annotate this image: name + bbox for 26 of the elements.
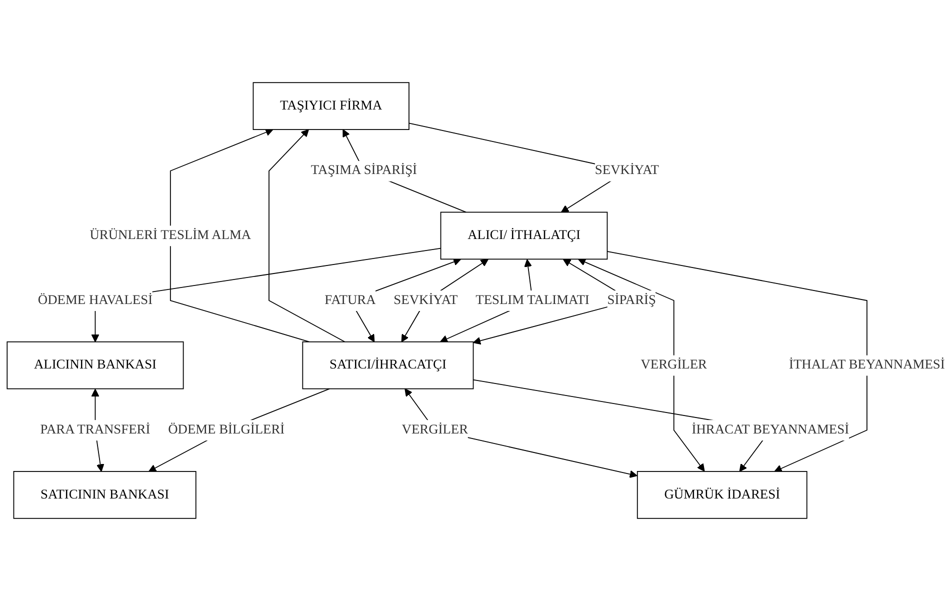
arrow xyxy=(170,128,310,342)
node-box: ALICININ BANKASI xyxy=(6,341,184,390)
edge-label: SİPARİŞ xyxy=(607,293,656,308)
arrow xyxy=(606,250,868,472)
edge-label: FATURA xyxy=(324,293,376,308)
edge-label: TESLIM TALIMATI xyxy=(476,293,590,308)
edge-label: ÜRÜNLERİ TESLİM ALMA xyxy=(90,228,252,243)
edge-label: SEVKİYAT xyxy=(394,293,458,308)
node-box: GÜMRÜK İDARESİ xyxy=(636,471,808,519)
edge-label: TAŞIMA SİPARİŞİ xyxy=(310,164,418,178)
edge-label: İTHALAT BEYANNAMESİ xyxy=(789,358,945,372)
node-box: SATICI/İHRACATÇI xyxy=(302,341,474,390)
node-box: TAŞIYICI FİRMA xyxy=(252,82,410,130)
edge-label: İHRACAT BEYANNAMESİ xyxy=(692,422,850,438)
edge-label: ÖDEME BİLGİLERİ xyxy=(168,422,285,438)
edge-label: SEVKİYAT xyxy=(594,164,659,178)
edge-label: PARA TRANSFERİ xyxy=(40,422,150,438)
edge-label: VERGİLER xyxy=(640,358,708,372)
arrow xyxy=(268,129,346,342)
edge-label: VERGİLER xyxy=(402,422,468,438)
arrow xyxy=(148,388,330,472)
arrow xyxy=(91,248,442,342)
node-box: SATICININ BANKASI xyxy=(13,471,196,519)
arrow xyxy=(578,258,705,472)
node-box: ALICI/ İTHALATÇI xyxy=(440,212,608,260)
edge-label: ÖDEME HAVALESİ xyxy=(38,293,153,308)
